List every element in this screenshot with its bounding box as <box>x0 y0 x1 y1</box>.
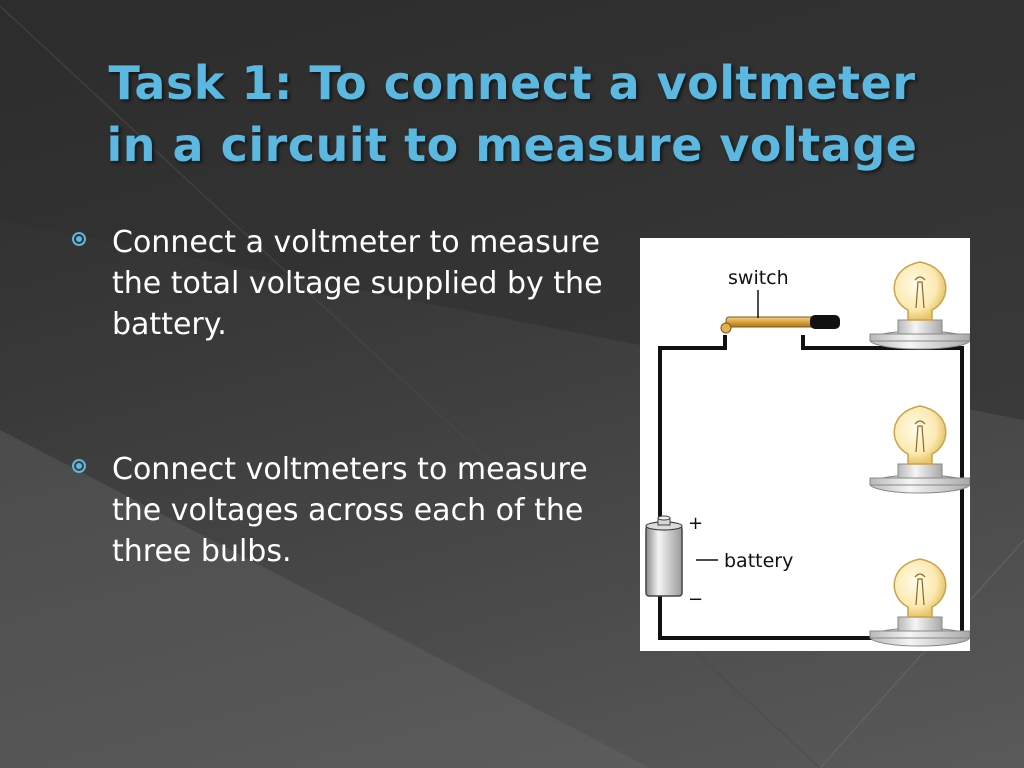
bulb-icon <box>869 261 970 350</box>
switch-label: switch <box>728 267 789 289</box>
bullet-item: Connect voltmeters to measure the voltag… <box>70 449 610 572</box>
title-line-1: Task 1: To connect a voltmeter <box>108 56 916 110</box>
battery-label: battery <box>724 550 793 572</box>
battery-minus-sign: − <box>688 589 703 610</box>
bullet-text: Connect a voltmeter to measure the total… <box>112 225 603 342</box>
slide-title: Task 1: To connect a voltmeter in a circ… <box>0 52 1024 176</box>
bullet-circle-icon <box>72 232 86 246</box>
bulb-icon <box>869 405 970 494</box>
circuit-diagram: switch + − battery <box>640 238 970 651</box>
switch-icon <box>720 290 840 334</box>
bullet-item: Connect a voltmeter to measure the total… <box>70 222 610 345</box>
bullet-circle-icon <box>72 459 86 473</box>
battery-icon <box>645 515 683 597</box>
bullet-list: Connect a voltmeter to measure the total… <box>70 222 610 572</box>
battery-plus-sign: + <box>688 513 703 534</box>
title-line-2: in a circuit to measure voltage <box>106 118 918 172</box>
bulb-icon <box>869 558 970 647</box>
bullet-text: Connect voltmeters to measure the voltag… <box>112 452 588 569</box>
